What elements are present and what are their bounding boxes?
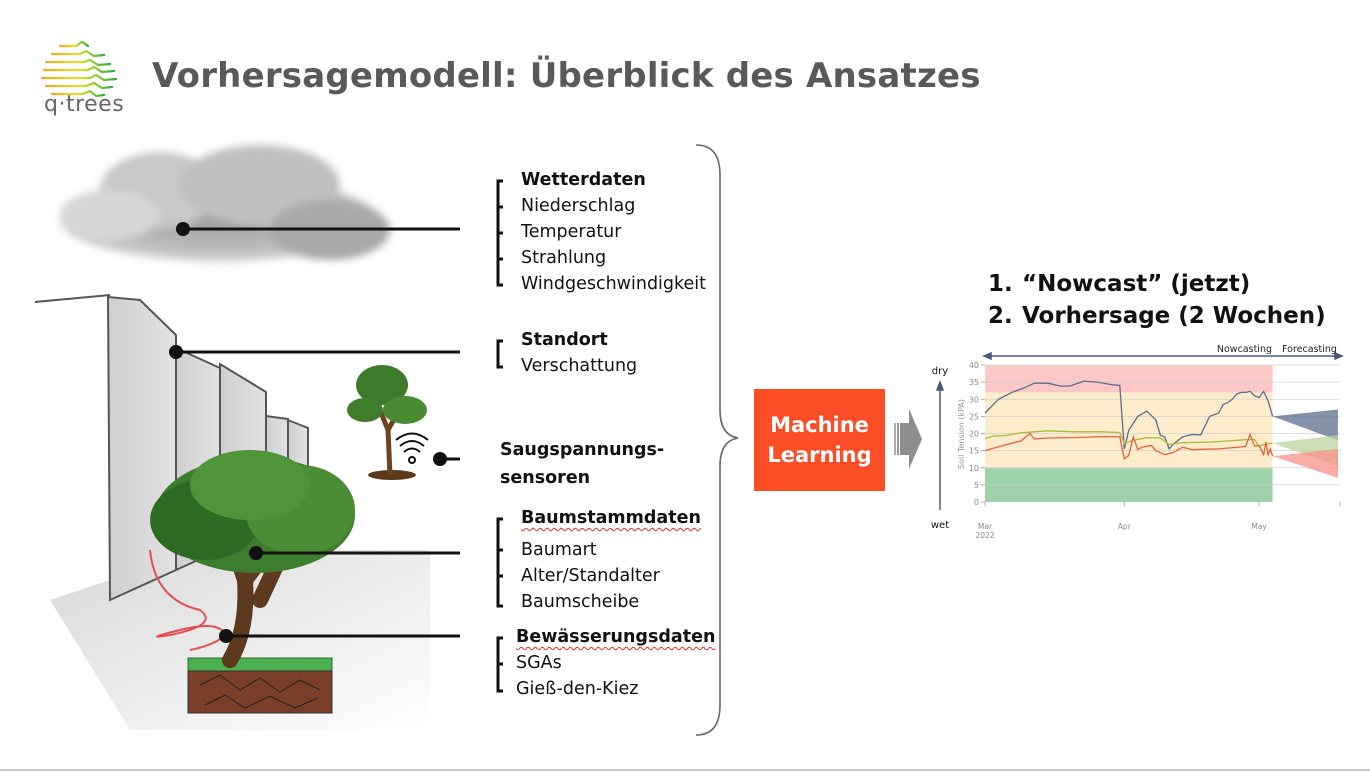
timeline-arrow bbox=[982, 351, 1344, 361]
cloud-icon bbox=[60, 145, 390, 262]
y-tick-label: 20 bbox=[969, 430, 979, 439]
group-item: Windgeschwindigkeit bbox=[521, 274, 707, 294]
group-sensors: Saugspannungs- sensoren bbox=[500, 436, 664, 492]
forecasting-label: Forecasting bbox=[1282, 344, 1337, 355]
group-item: Strahlung bbox=[521, 248, 607, 268]
output-item: 1.“Nowcast” (jetzt) bbox=[988, 271, 1251, 297]
y-tick-label: 25 bbox=[969, 412, 979, 421]
group-item: Gieß-den-Kiez bbox=[516, 679, 639, 699]
slide-title: Vorhersagemodell: Überblick des Ansatzes bbox=[152, 56, 981, 96]
group-brackets bbox=[496, 179, 503, 693]
curly-brace bbox=[695, 144, 739, 736]
y-tick-label: 40 bbox=[969, 361, 979, 370]
y-tick-label: 35 bbox=[969, 378, 979, 387]
group-heading: Baumstammdaten bbox=[521, 508, 701, 528]
connector-dot bbox=[433, 452, 447, 466]
connector-dot bbox=[169, 345, 183, 359]
qtrees-logo-icon bbox=[40, 40, 118, 98]
group-trunk: Baumstammdaten Baumart Alter/Standalter … bbox=[521, 505, 701, 615]
group-irrigation: Bewässerungsdaten SGAs Gieß-den-Kiez bbox=[516, 624, 715, 702]
connector-dot bbox=[176, 222, 190, 236]
x-tick-label: May bbox=[1251, 522, 1267, 531]
y-tick-label: 10 bbox=[969, 464, 979, 473]
group-item: Baumart bbox=[521, 540, 597, 560]
illustration bbox=[34, 145, 460, 730]
bottom-divider bbox=[0, 769, 1370, 771]
output-item: 2.Vorhersage (2 Wochen) bbox=[988, 303, 1326, 329]
ml-label-line2: Learning bbox=[767, 443, 872, 467]
forecast-cone bbox=[1272, 448, 1338, 479]
connector-dot bbox=[219, 629, 233, 643]
small-tree-icon bbox=[347, 365, 427, 480]
logo-wordmark: q·trees bbox=[44, 92, 125, 117]
forecast-cone bbox=[1272, 409, 1338, 441]
group-item: Verschattung bbox=[521, 356, 638, 376]
ml-label-line1: Machine bbox=[770, 413, 869, 437]
x-tick-label: Mar bbox=[978, 522, 993, 531]
series-line-sensor-mid bbox=[984, 430, 1273, 448]
group-heading: Wetterdaten bbox=[521, 170, 646, 190]
x-tick-label: Apr bbox=[1118, 522, 1132, 531]
x-tick-label: 2022 bbox=[975, 531, 994, 540]
y-tick-label: 15 bbox=[969, 447, 979, 456]
connector-lines bbox=[176, 227, 460, 638]
threshold-band bbox=[985, 365, 1273, 393]
wireless-sensor-icon bbox=[395, 432, 429, 464]
y-tick-label: 0 bbox=[974, 498, 979, 507]
connector-dot bbox=[249, 546, 263, 560]
output-list: 1.“Nowcast” (jetzt) 2.Vorhersage (2 Woch… bbox=[988, 268, 1326, 332]
y-axis-label: Soil Tension (kPA) bbox=[957, 399, 966, 469]
group-weather: Wetterdaten Niederschlag Temperatur Stra… bbox=[521, 167, 706, 297]
group-item: Alter/Standalter bbox=[521, 566, 660, 586]
group-location: Standort Verschattung bbox=[521, 327, 637, 379]
wet-label: wet bbox=[931, 520, 949, 531]
group-heading: Standort bbox=[521, 330, 608, 350]
group-item: Temperatur bbox=[521, 222, 622, 242]
arrow-right-icon bbox=[894, 409, 922, 469]
group-heading: Saugspannungs- bbox=[500, 440, 665, 460]
y-tick-label: 5 bbox=[974, 481, 979, 490]
group-heading-line2: sensoren bbox=[500, 468, 591, 488]
group-heading: Bewässerungsdaten bbox=[516, 627, 716, 647]
dry-wet-arrow bbox=[935, 379, 945, 510]
series-line-sensor-shallow bbox=[984, 432, 1274, 460]
group-item: Niederschlag bbox=[521, 196, 636, 216]
group-item: SGAs bbox=[516, 653, 562, 673]
tree-icon bbox=[150, 450, 355, 714]
nowcasting-label: Nowcasting bbox=[1217, 344, 1272, 355]
y-tick-label: 30 bbox=[969, 395, 979, 404]
group-item: Baumscheibe bbox=[521, 592, 640, 612]
dry-label: dry bbox=[932, 366, 948, 377]
